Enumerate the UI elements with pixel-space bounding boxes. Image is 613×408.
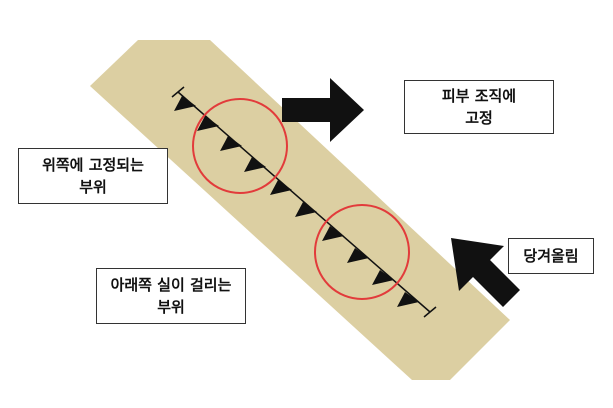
arrow-up-left-icon [451,238,520,307]
arrow-right-icon [282,78,364,142]
barbs-group [174,96,419,307]
barb [397,292,419,307]
lower-catch-line1: 아래쪽 실이 걸리는 [110,276,232,294]
lower-highlight-circle [314,204,410,300]
skin-fixation-label: 피부 조직에 고정 [404,80,554,134]
barb [295,202,317,217]
barb [244,157,266,172]
skin-fixation-line2: 고정 [465,109,493,127]
upper-fixed-line1: 위쪽에 고정되는 [42,156,144,174]
barb [270,180,292,195]
upper-fixed-part-label: 위쪽에 고정되는 부위 [18,148,168,204]
barb [197,116,219,131]
pull-up-label: 당겨올림 [508,238,594,274]
lower-catch-line2: 부위 [157,298,185,316]
pull-up-text: 당겨올림 [523,247,579,265]
barb [347,248,369,263]
barb [372,270,394,285]
barbed-thread [177,91,431,313]
upper-fixed-line2: 부위 [79,178,107,196]
barb [220,136,242,151]
barb [174,96,196,111]
thread-end-bottom [423,306,437,318]
lower-thread-catch-label: 아래쪽 실이 걸리는 부위 [96,268,246,324]
skin-fixation-line1: 피부 조직에 [441,87,517,105]
upper-highlight-circle [192,98,288,194]
barb [322,226,344,241]
thread-end-top [171,86,185,98]
